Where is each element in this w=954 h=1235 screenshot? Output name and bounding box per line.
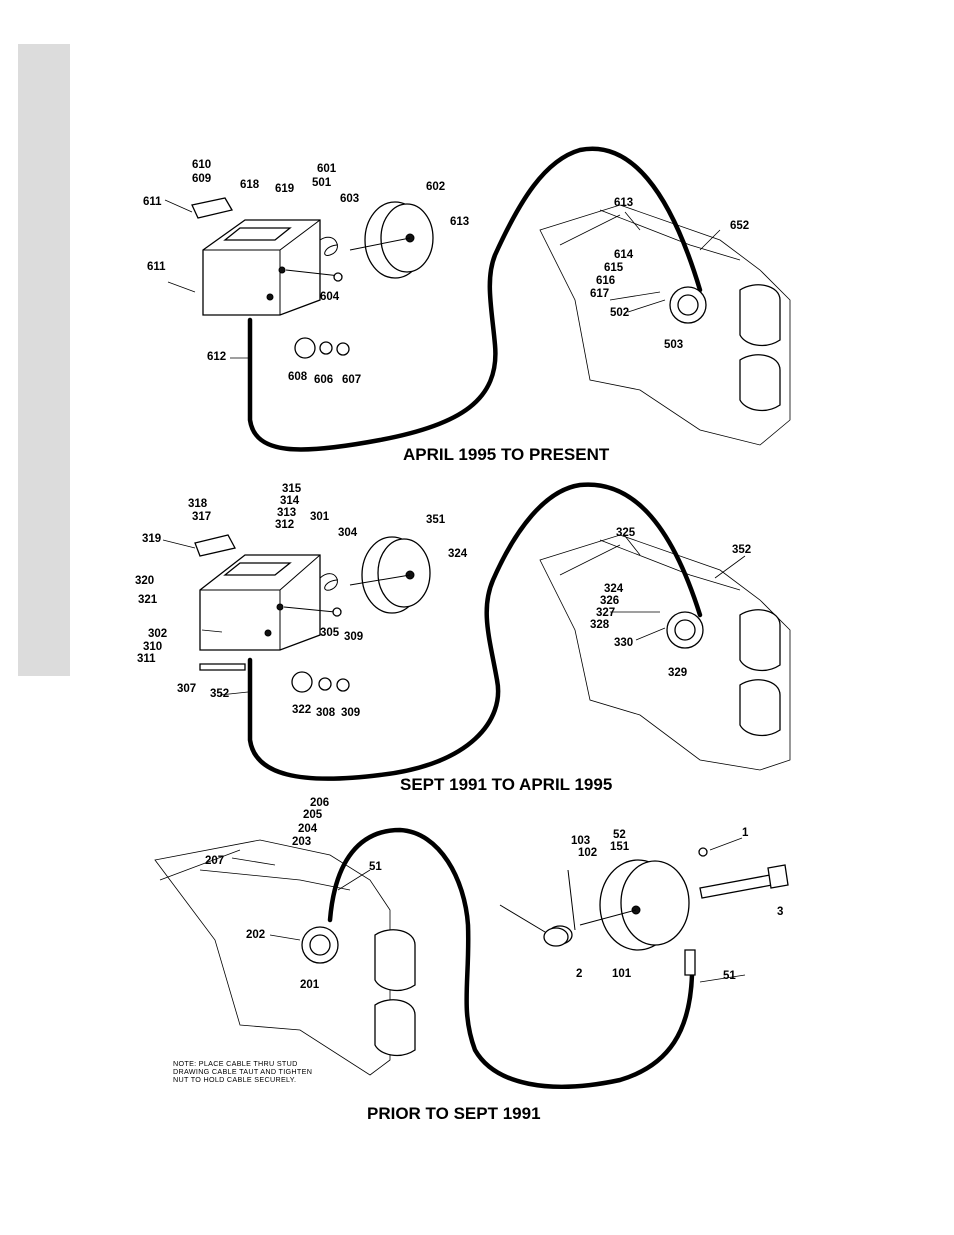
part-label: 304: [338, 527, 358, 539]
side-tab: [18, 44, 70, 676]
part-label: 325: [616, 527, 636, 539]
section-3-labels: 206 205 204 203 207 51 202 201 103 102 5…: [173, 797, 783, 1123]
part-label: 51: [723, 970, 736, 982]
assembly-note: NUT TO HOLD CABLE SECURELY.: [173, 1075, 296, 1084]
part-label: 102: [578, 847, 597, 859]
part-label: 502: [610, 307, 629, 319]
part-label: 202: [246, 929, 265, 941]
part-label: 1: [742, 827, 749, 839]
part-label: 311: [137, 653, 156, 665]
part-label: 314: [280, 495, 300, 507]
part-label: 602: [426, 181, 445, 193]
section-2-labels: 315 314 313 312 318 317 301 304 351 324 …: [135, 483, 751, 794]
part-label: 503: [664, 339, 683, 351]
part-label: 352: [732, 544, 751, 556]
part-label: 328: [590, 619, 610, 631]
part-label: 309: [344, 631, 363, 643]
part-label: 601: [317, 163, 337, 175]
part-label: 51: [369, 861, 382, 873]
part-label: 610: [192, 159, 211, 171]
part-label: 501: [312, 177, 332, 189]
section-1-labels: 610 609 611 618 619 601 501 603 602 613 …: [143, 159, 749, 464]
part-label: 617: [590, 288, 609, 300]
part-label: 324: [448, 548, 468, 560]
part-label: 308: [316, 707, 336, 719]
part-label: 619: [275, 183, 294, 195]
part-label: 330: [614, 637, 633, 649]
part-label: 618: [240, 179, 260, 191]
part-label: 615: [604, 262, 624, 274]
part-label: 327: [596, 607, 615, 619]
section-3-title: PRIOR TO SEPT 1991: [367, 1104, 541, 1123]
part-label: 151: [610, 841, 630, 853]
part-label: 319: [142, 533, 161, 545]
part-label: 203: [292, 836, 311, 848]
part-label: 313: [277, 507, 296, 519]
part-label: 604: [320, 291, 340, 303]
part-label: 329: [668, 667, 687, 679]
part-label: 614: [614, 249, 634, 261]
part-label: 652: [730, 220, 749, 232]
part-label: 613: [614, 197, 633, 209]
part-label: 312: [275, 519, 294, 531]
part-label: 320: [135, 575, 154, 587]
section-3-drawing: [154, 827, 789, 1089]
part-label: 103: [571, 835, 590, 847]
part-label: 351: [426, 514, 446, 526]
part-label: 301: [310, 511, 330, 523]
part-label: 2: [576, 968, 582, 980]
part-label: 611: [143, 196, 162, 208]
part-label: 52: [613, 829, 626, 841]
section-1-title: APRIL 1995 TO PRESENT: [403, 445, 610, 464]
part-label: 307: [177, 683, 196, 695]
part-label: 3: [777, 906, 783, 918]
assembly-note: NOTE: PLACE CABLE THRU STUD: [173, 1059, 298, 1068]
section-2-title: SEPT 1991 TO APRIL 1995: [400, 775, 612, 794]
part-label: 603: [340, 193, 359, 205]
part-label: 612: [207, 351, 226, 363]
part-label: 317: [192, 511, 211, 523]
part-label: 606: [314, 374, 333, 386]
part-label: 207: [205, 855, 224, 867]
part-label: 205: [303, 809, 323, 821]
assembly-note: DRAWING CABLE TAUT AND TIGHTEN: [173, 1067, 312, 1076]
part-label: 201: [300, 979, 320, 991]
part-label: 310: [143, 641, 162, 653]
part-label: 318: [188, 498, 208, 510]
part-label: 101: [612, 968, 632, 980]
part-label: 616: [596, 275, 615, 287]
part-label: 326: [600, 595, 619, 607]
part-label: 206: [310, 797, 329, 809]
part-label: 324: [604, 583, 624, 595]
leader-lines: [162, 199, 746, 983]
part-label: 609: [192, 173, 211, 185]
part-label: 611: [147, 261, 166, 273]
section-1-drawing: [191, 146, 791, 452]
part-label: 315: [282, 483, 302, 495]
part-label: 321: [138, 594, 158, 606]
section-2-drawing: [194, 482, 791, 781]
part-label: 305: [320, 627, 340, 639]
part-label: 352: [210, 688, 229, 700]
part-label: 322: [292, 704, 311, 716]
part-label: 204: [298, 823, 318, 835]
part-label: 302: [148, 628, 167, 640]
part-label: 607: [342, 374, 361, 386]
part-label: 613: [450, 216, 469, 228]
part-label: 309: [341, 707, 360, 719]
part-label: 608: [288, 371, 308, 383]
